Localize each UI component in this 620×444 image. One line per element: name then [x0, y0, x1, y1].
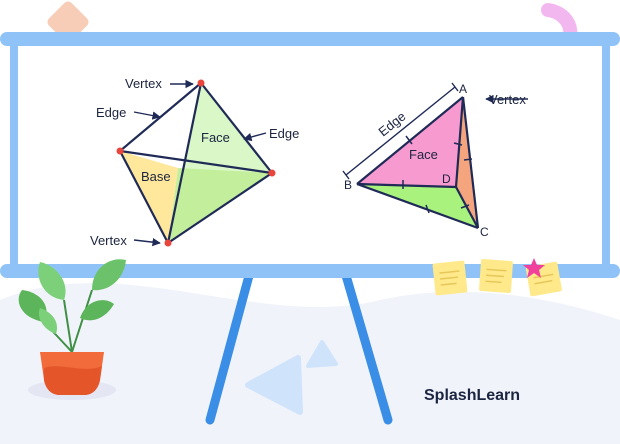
- plant-icon: [18, 259, 126, 400]
- base-face: [120, 151, 178, 243]
- left-tetrahedron: Vertex Edge Face Edge Base Vertex: [90, 76, 299, 248]
- edge-right-label: Edge: [269, 126, 299, 141]
- brand-logo-text: SplashLearn: [424, 387, 520, 404]
- sticky-note-icon: [432, 260, 468, 296]
- small-triangle-decoration-icon: [306, 340, 338, 368]
- right-tetrahedron: Edge A Vertex Face B D C: [342, 82, 528, 239]
- face-right-label: Face: [409, 147, 438, 162]
- base-label: Base: [141, 169, 171, 184]
- vertex-dot-left: [116, 147, 124, 155]
- vertex-right-label: Vertex: [489, 92, 526, 107]
- point-a-label: A: [459, 82, 467, 96]
- vertex-dot-bottom: [164, 239, 172, 247]
- face-label: Face: [201, 130, 230, 145]
- point-b-label: B: [344, 178, 352, 192]
- vertex-dot-top: [197, 79, 205, 87]
- vertex-dot-right: [268, 169, 276, 177]
- sticky-note-icon: [479, 259, 513, 293]
- point-d-label: D: [442, 172, 451, 186]
- vertex-bottom-label: Vertex: [90, 233, 127, 248]
- edge-left-label: Edge: [96, 105, 126, 120]
- triangle-decoration-icon: [245, 355, 303, 415]
- sticky-notes: [432, 258, 562, 297]
- star-icon: [523, 258, 545, 278]
- point-c-label: C: [480, 225, 489, 239]
- easel-legs: [205, 267, 393, 425]
- vertex-top-label: Vertex: [125, 76, 162, 91]
